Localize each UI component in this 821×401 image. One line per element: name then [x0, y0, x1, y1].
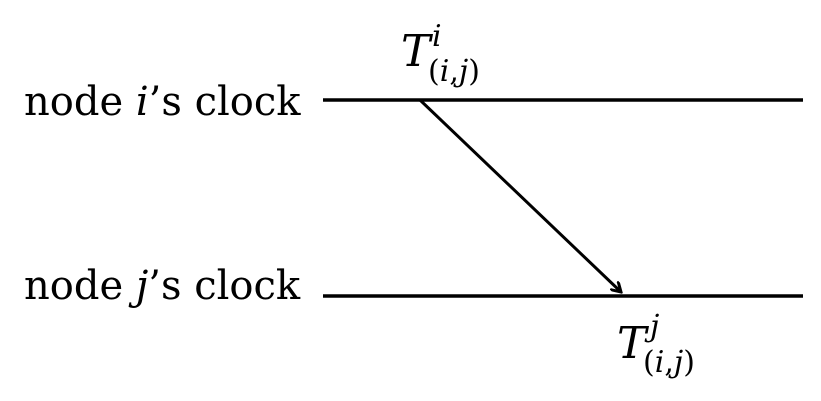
node-j-prefix: node: [24, 263, 136, 309]
node-j-suffix: ’s clock: [148, 263, 301, 309]
receive-timestamp-sub: (i,j): [643, 345, 695, 380]
receive-timestamp: T j (i,j): [617, 309, 695, 380]
message-arrow: [418, 98, 621, 292]
send-timestamp-sup: i: [432, 19, 442, 54]
receive-timestamp-base: T: [617, 318, 650, 369]
node-i-prefix: node: [24, 79, 136, 125]
node-i-label: node i’s clock: [24, 79, 301, 125]
send-timestamp: T i (i,j): [401, 19, 480, 89]
node-i-suffix: ’s clock: [149, 79, 302, 125]
send-timestamp-sub: (i,j): [428, 54, 480, 89]
node-j-label: node j’s clock: [24, 263, 301, 309]
send-timestamp-base: T: [401, 26, 434, 77]
node-i-var: i: [136, 79, 149, 125]
